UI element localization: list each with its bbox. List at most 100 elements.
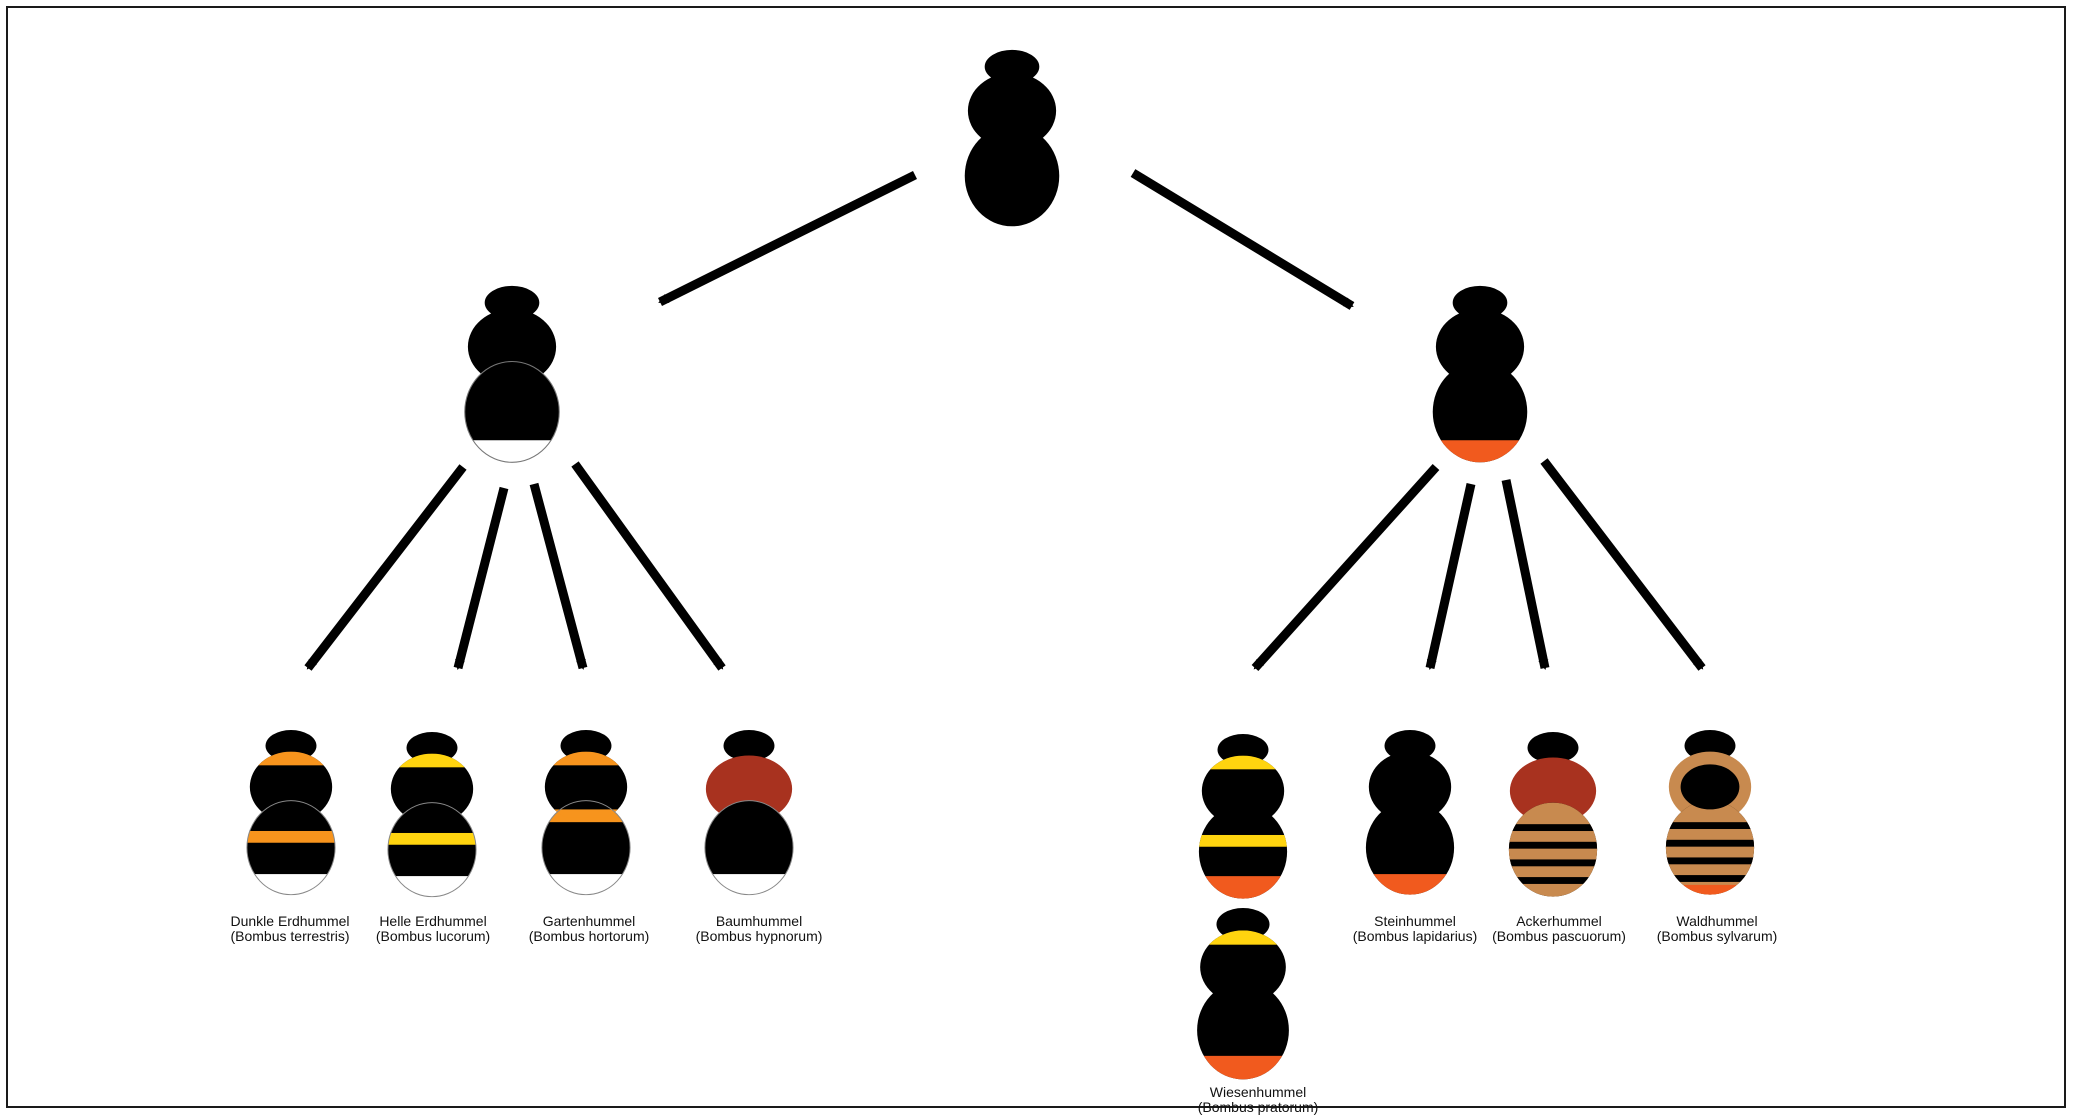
bee-collar-band <box>1201 755 1285 770</box>
bee-helle-erdhummel <box>387 732 477 898</box>
bee-tail-band <box>1665 884 1755 895</box>
bee-abdomen-fill <box>1508 802 1598 897</box>
species-label: Dunkle Erdhummel(Bombus terrestris) <box>170 914 410 944</box>
bee-thorax <box>249 751 333 823</box>
tree-arrows <box>304 169 1706 672</box>
bee-waldhummel <box>1665 730 1755 895</box>
bee-abdomen-stripe <box>1665 839 1755 847</box>
bee-thorax <box>967 73 1057 149</box>
bee-thorax <box>705 755 793 823</box>
bee-abdomen-stripe <box>1508 877 1598 884</box>
tree-arrow <box>571 461 726 671</box>
bee-abdomen-fill <box>1665 800 1755 895</box>
bee-abdomen-stripe <box>1508 859 1598 867</box>
tree-arrow <box>304 464 467 671</box>
bee-collar-band <box>390 753 474 768</box>
species-common-name: Ackerhummel <box>1516 913 1602 929</box>
bee-ackerhummel <box>1508 732 1598 897</box>
bee-head <box>723 730 775 762</box>
bee-collar-band <box>544 751 628 766</box>
species-latin-name: (Bombus pratorum) <box>1197 1099 1319 1115</box>
species-label: Gartenhummel(Bombus hortorum) <box>469 914 709 944</box>
red-tail-bee <box>1432 285 1528 463</box>
bee-thorax <box>390 753 474 825</box>
species-latin-name: (Bombus lucorum) <box>375 928 491 944</box>
species-common-name: Dunkle Erdhummel <box>230 913 350 929</box>
bee-collar-band <box>249 751 333 766</box>
bee-thorax <box>544 751 628 823</box>
bee-baumhummel <box>704 730 794 896</box>
bee-figures <box>246 49 1755 1080</box>
white-tail-bee <box>464 285 560 463</box>
bee-abdomen <box>1365 800 1455 895</box>
bee-head <box>1527 732 1579 764</box>
bee-thorax <box>1201 755 1285 827</box>
species-latin-name: (Bombus sylvarum) <box>1656 928 1778 944</box>
bee-tail-band <box>1198 876 1288 899</box>
bee-abdomen <box>704 800 794 895</box>
bee-abdomen <box>464 361 560 463</box>
species-label: Wiesenhummel(Bombus pratorum) <box>1138 1085 1378 1115</box>
species-common-name: Helle Erdhummel <box>379 913 487 929</box>
bee-abdomen-stripe <box>1508 841 1598 849</box>
bee-abdomen-band <box>387 832 477 845</box>
tree-arrow <box>1540 458 1706 671</box>
bee-tail-band <box>387 876 477 897</box>
root-bee <box>964 49 1060 227</box>
bee-tail-band <box>246 874 336 895</box>
bee-tail-band <box>704 874 794 895</box>
bee-thorax <box>467 309 557 385</box>
bee-abdomen <box>1432 361 1528 463</box>
bee-gartenhummel <box>541 730 631 896</box>
tree-arrow <box>453 486 509 670</box>
species-label: Baumhummel(Bombus hypnorum) <box>639 914 879 944</box>
species-common-name: Waldhummel <box>1676 913 1758 929</box>
species-label: Steinhummel(Bombus lapidarius) <box>1295 914 1535 944</box>
species-latin-name: (Bombus pascuorum) <box>1492 928 1626 944</box>
bee-abdomen <box>541 800 631 895</box>
bee-abdomen-stripe <box>1665 822 1755 830</box>
bee-abdomen-stripe <box>1508 824 1598 832</box>
bee-thorax <box>1435 309 1525 385</box>
bee-thorax-band <box>544 809 628 818</box>
bee-wiesenhummel <box>1198 734 1288 899</box>
bee-abdomen-band <box>246 830 336 843</box>
bee-abdomen-band <box>1198 834 1288 847</box>
species-common-name: Baumhummel <box>715 913 803 929</box>
bee-abdomen-stripe <box>1665 857 1755 865</box>
bee-abdomen <box>1197 981 1289 1080</box>
bee-tail-band <box>1365 874 1455 895</box>
bee-abdomen-stripe <box>1665 875 1755 882</box>
species-latin-name: (Bombus hortorum) <box>528 928 650 944</box>
species-common-name: Steinhummel <box>1374 913 1456 929</box>
bee-abdomen <box>387 802 477 897</box>
bee-dunkle-erdhummel <box>246 730 336 896</box>
bee-thorax-center <box>1680 764 1740 810</box>
bee-abdomen <box>964 125 1060 227</box>
bee-wiesenhummel-variant <box>1197 907 1289 1080</box>
bee-thorax <box>1368 751 1452 823</box>
bee-abdomen <box>1198 804 1288 899</box>
species-label: Ackerhummel(Bombus pascuorum) <box>1439 914 1679 944</box>
bee-thorax <box>1200 930 1286 1004</box>
bee-tail-band <box>1197 1055 1289 1080</box>
bee-abdomen <box>246 800 336 895</box>
species-common-name: Wiesenhummel <box>1209 1084 1307 1100</box>
species-latin-name: (Bombus lapidarius) <box>1352 928 1478 944</box>
tree-arrow <box>657 170 918 307</box>
species-latin-name: (Bombus terrestris) <box>230 928 350 944</box>
tree-arrow <box>1425 483 1476 670</box>
species-label: Waldhummel(Bombus sylvarum) <box>1597 914 1837 944</box>
species-common-name: Gartenhummel <box>542 913 636 929</box>
tree-arrow <box>529 482 588 670</box>
bee-steinhummel <box>1365 730 1455 895</box>
species-latin-name: (Bombus hypnorum) <box>695 928 823 944</box>
tree-arrow <box>1130 169 1355 310</box>
bee-tail-band <box>541 874 631 895</box>
tree-arrow <box>1251 463 1440 672</box>
bee-tail-band <box>464 440 560 463</box>
tree-arrow <box>1501 479 1550 670</box>
bee-thorax <box>1509 757 1597 825</box>
bee-collar-band <box>1200 930 1286 945</box>
